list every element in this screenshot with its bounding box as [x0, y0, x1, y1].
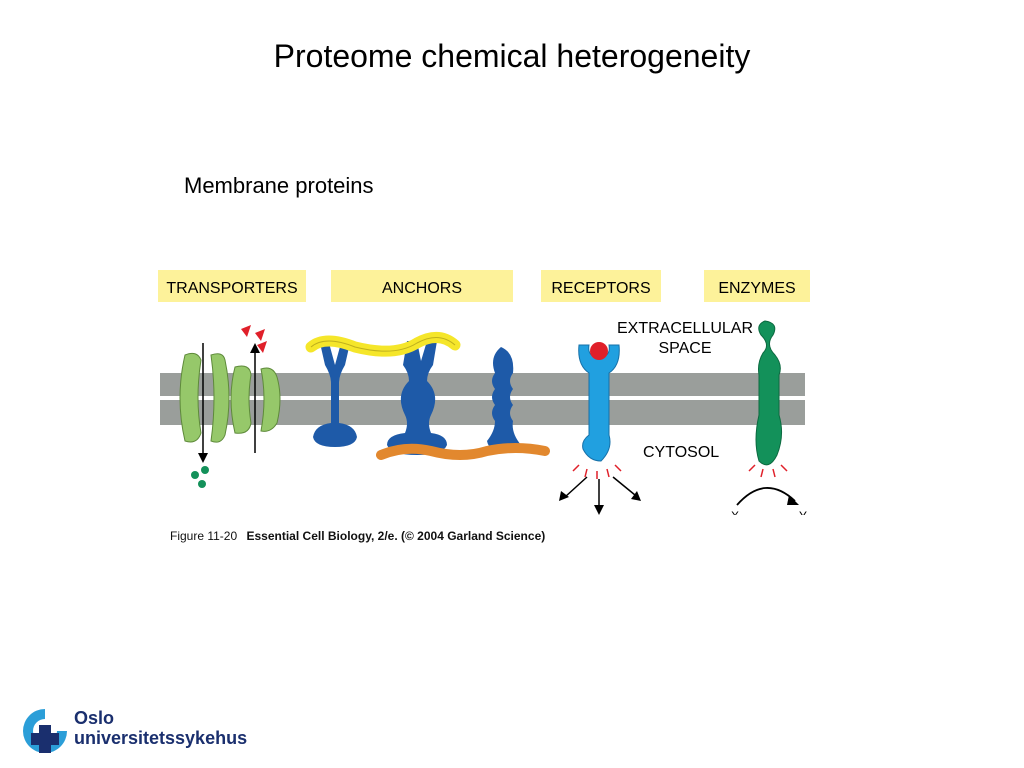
transporter-channel-left	[179, 343, 230, 463]
transporter-channel-right	[230, 343, 281, 453]
logo-line-universitetssykehus: universitetssykehus	[74, 728, 248, 748]
lipid-bilayer	[160, 373, 805, 425]
enzyme-product-label: Y	[799, 509, 807, 520]
orange-anchor-chain	[376, 443, 550, 460]
slide-subtitle: Membrane proteins	[184, 173, 374, 198]
cytosol-label: CYTOSOL	[643, 444, 719, 461]
logo-line-oslo: Oslo	[74, 708, 115, 728]
enzyme-substrate-label: X	[731, 509, 739, 520]
extracellular-label-line1: EXTRACELLULAR	[617, 320, 753, 337]
hospital-logo: Oslo universitetssykehus	[20, 706, 260, 756]
yellow-anchor-chain-outline	[310, 337, 456, 352]
extracellular-label-line2: SPACE	[658, 340, 711, 357]
caption-source: Essential Cell Biology, 2/e. (© 2004 Gar…	[246, 529, 546, 543]
label-enzymes: ENZYMES	[718, 280, 795, 297]
anchor-protein-2	[387, 341, 447, 455]
ligand-circle	[590, 342, 608, 360]
label-box-anchors: ANCHORS	[331, 270, 513, 302]
receptor-protein	[559, 342, 641, 515]
label-box-receptors: RECEPTORS	[541, 270, 661, 302]
slide-title: Proteome chemical heterogeneity	[273, 38, 751, 74]
label-box-enzymes: ENZYMES	[704, 270, 810, 302]
logo-text: Oslo universitetssykehus	[74, 708, 247, 748]
membrane-proteins-figure: TRANSPORTERS ANCHORS RECEPTORS ENZYMES E…	[158, 270, 815, 520]
label-anchors: ANCHORS	[382, 280, 462, 297]
label-receptors: RECEPTORS	[551, 280, 650, 297]
transported-solute-green	[191, 466, 209, 488]
anchor-protein-3	[487, 347, 521, 453]
figure-caption: Figure 11-20 Essential Cell Biology, 2/e…	[170, 528, 545, 544]
anchor-protein-1	[313, 343, 357, 447]
caption-figure-number: Figure 11-20	[170, 529, 238, 543]
label-box-transporters: TRANSPORTERS	[158, 270, 306, 302]
enzyme-protein: X Y	[731, 320, 807, 520]
oslo-cross-icon	[23, 709, 67, 753]
transported-solute-red	[241, 325, 267, 353]
label-transporters: TRANSPORTERS	[166, 280, 297, 297]
